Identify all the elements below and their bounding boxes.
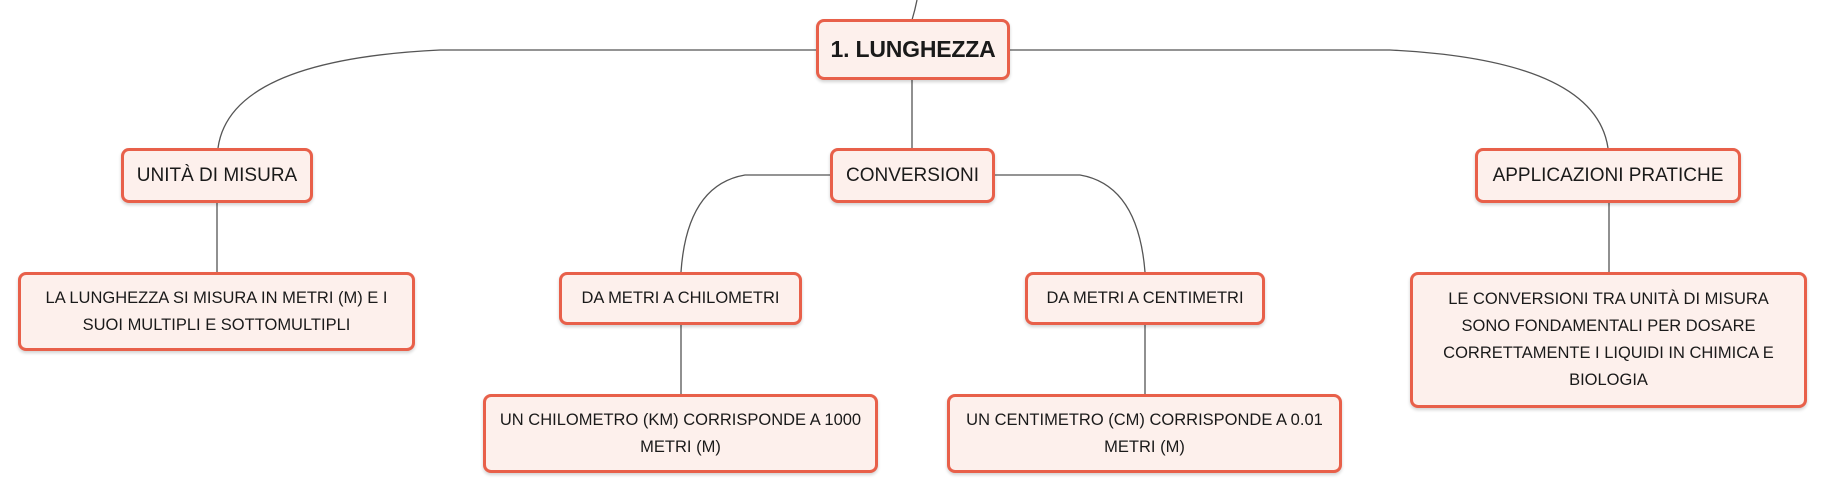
subbranch-node-to-km[interactable]: DA METRI A CHILOMETRI [559,272,802,325]
detail-node-to-km-text: UN CHILOMETRO (KM) CORRISPONDE A 1000 ME… [499,410,862,456]
connector-root-to-applications [1008,49,1609,149]
detail-node-to-km[interactable]: UN CHILOMETRO (KM) CORRISPONDE A 1000 ME… [483,394,878,473]
connector-conversions-to-km [680,174,832,273]
detail-node-units-text: LA LUNGHEZZA SI MISURA IN METRI (M) E I … [45,288,388,334]
root-node-label: 1. LUNGHEZZA [830,36,996,62]
branch-node-units-label: UNITÀ DI MISURA [136,164,298,186]
detail-node-to-cm[interactable]: UN CENTIMETRO (CM) CORRISPONDE A 0.01 ME… [947,394,1342,473]
detail-node-units[interactable]: LA LUNGHEZZA SI MISURA IN METRI (M) E I … [18,272,415,351]
branch-node-applications-label: APPLICAZIONI PRATICHE [1492,164,1724,186]
connector-root-to-units [217,49,818,149]
detail-node-to-cm-text: UN CENTIMETRO (CM) CORRISPONDE A 0.01 ME… [966,410,1323,456]
detail-node-applications-text: LE CONVERSIONI TRA UNITÀ DI MISURA SONO … [1443,290,1774,389]
subbranch-node-to-km-label: DA METRI A CHILOMETRI [581,289,780,307]
root-node[interactable]: 1. LUNGHEZZA [816,19,1010,80]
connector-parent-to-root [911,0,918,21]
detail-node-applications[interactable]: LE CONVERSIONI TRA UNITÀ DI MISURA SONO … [1410,272,1807,408]
subbranch-node-to-cm[interactable]: DA METRI A CENTIMETRI [1025,272,1265,325]
branch-node-conversions-label: CONVERSIONI [845,164,980,186]
connector-conversions-to-cm [993,174,1146,273]
subbranch-node-to-cm-label: DA METRI A CENTIMETRI [1046,289,1244,307]
branch-node-applications[interactable]: APPLICAZIONI PRATICHE [1475,148,1741,203]
branch-node-conversions[interactable]: CONVERSIONI [830,148,995,203]
branch-node-units[interactable]: UNITÀ DI MISURA [121,148,313,203]
